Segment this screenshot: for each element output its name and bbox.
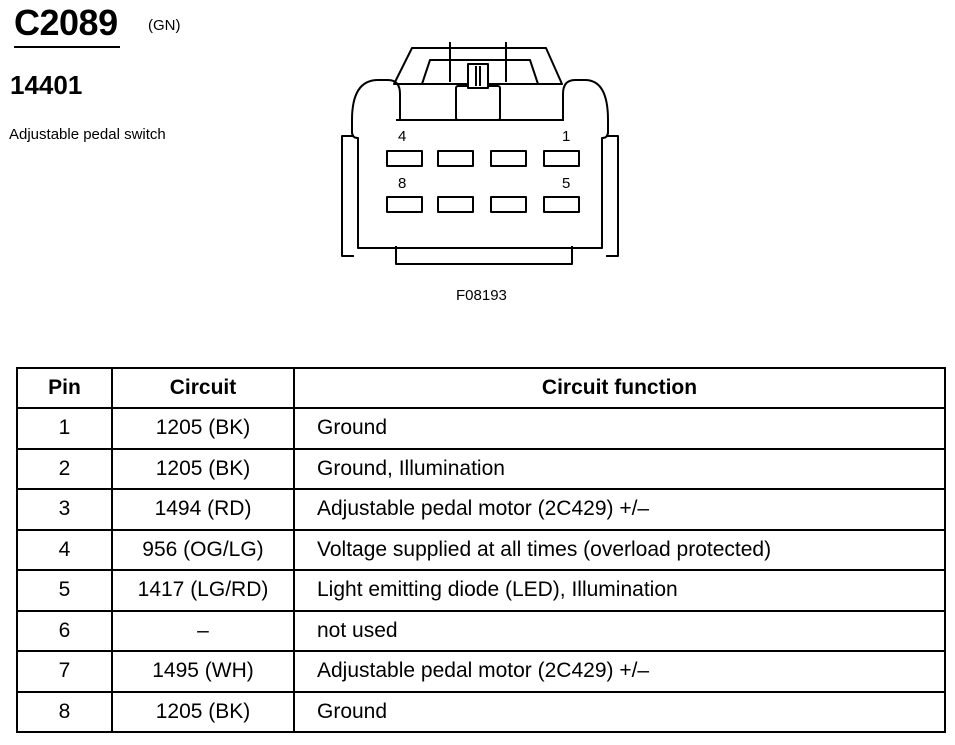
cell-pin: 8 (16, 690, 113, 733)
cell-circuit: 1205 (BK) (111, 690, 295, 733)
connector-body (351, 79, 609, 249)
cell-circuit: 956 (OG/LG) (111, 528, 295, 571)
connector-bottom-tab (395, 246, 573, 265)
connector-left-flange (341, 135, 354, 257)
table-row: 6–not used (16, 609, 946, 652)
part-description: Adjustable pedal switch (9, 126, 166, 143)
cell-circuit: 1417 (LG/RD) (111, 569, 295, 612)
connector-diagram: 4 1 8 5 (341, 42, 619, 265)
latch-button (455, 85, 501, 121)
cell-pin: 3 (16, 488, 113, 531)
connector-right-flange (606, 135, 619, 257)
pin-cavity-1 (543, 150, 580, 167)
part-number: 14401 (10, 70, 83, 100)
cell-circuit-function: Ground (293, 690, 946, 733)
header-circuit: Circuit (111, 367, 295, 409)
pin-cavity-3 (437, 150, 474, 167)
pin-cavity-4 (386, 150, 423, 167)
cell-circuit-function: Ground (293, 407, 946, 450)
table-header-row: Pin Circuit Circuit function (16, 367, 946, 409)
cell-circuit-function: Ground, Illumination (293, 447, 946, 490)
pin-cavity-5 (543, 196, 580, 213)
cell-circuit-function: Adjustable pedal motor (2C429) +/– (293, 488, 946, 531)
figure-code: F08193 (456, 287, 507, 304)
cell-pin: 6 (16, 609, 113, 652)
connector-latch-inner (421, 59, 539, 85)
pin-cavity-2 (490, 150, 527, 167)
cell-circuit-function: not used (293, 609, 946, 652)
cell-circuit: 1495 (WH) (111, 650, 295, 693)
pin-cavity-7 (437, 196, 474, 213)
header-pin: Pin (16, 367, 113, 409)
cell-pin: 4 (16, 528, 113, 571)
cell-circuit-function: Light emitting diode (LED), Illumination (293, 569, 946, 612)
cell-circuit-function: Adjustable pedal motor (2C429) +/– (293, 650, 946, 693)
pin-cavity-8 (386, 196, 423, 213)
cell-pin: 5 (16, 569, 113, 612)
cell-circuit-function: Voltage supplied at all times (overload … (293, 528, 946, 571)
header-circuit-function: Circuit function (293, 367, 946, 409)
cell-circuit: – (111, 609, 295, 652)
pin-cavity-6 (490, 196, 527, 213)
cell-circuit: 1494 (RD) (111, 488, 295, 531)
cell-pin: 2 (16, 447, 113, 490)
pin-label-4: 4 (398, 128, 406, 145)
connector-id-underline (14, 46, 120, 48)
cell-circuit: 1205 (BK) (111, 447, 295, 490)
pin-label-5: 5 (562, 175, 570, 192)
cell-pin: 1 (16, 407, 113, 450)
connector-color: (GN) (148, 17, 181, 34)
connector-id: C2089 (14, 2, 118, 43)
cell-pin: 7 (16, 650, 113, 693)
latch-button-top (467, 63, 489, 89)
cell-circuit: 1205 (BK) (111, 407, 295, 450)
pin-label-1: 1 (562, 128, 570, 145)
pin-label-8: 8 (398, 175, 406, 192)
